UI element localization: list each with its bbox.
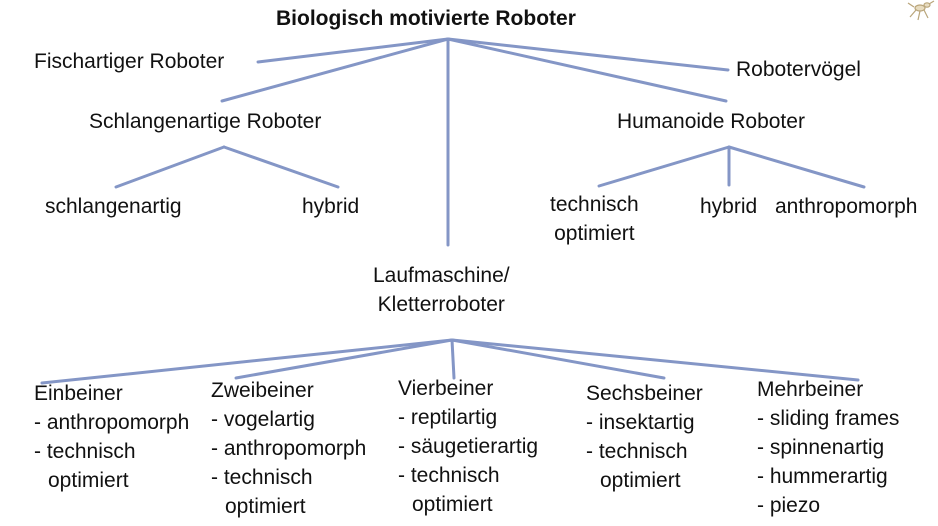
edge-root-fisch — [256, 37, 450, 64]
list-item: - vogelartig — [211, 408, 315, 431]
edge-schlange-schlangenartig — [114, 145, 226, 189]
list-item: - sliding frames — [757, 407, 900, 430]
node-technisch-optimiert: technisch optimiert — [550, 190, 639, 248]
list-item: - technisch — [211, 466, 313, 489]
node-schlangenartige-roboter: Schlangenartige Roboter — [89, 110, 322, 133]
node-text-line: Laufmaschine/ — [373, 264, 510, 287]
edge-humanoid-technisch — [597, 145, 731, 188]
list-item: - säugetierartig — [398, 435, 539, 458]
node-humanoide-roboter: Humanoide Roboter — [617, 110, 805, 133]
node-schlangenartig: schlangenartig — [45, 195, 182, 218]
list-item: - insektartig — [586, 411, 695, 434]
node-sechsbeiner: Sechsbeiner - insektartig - technisch op… — [586, 379, 703, 495]
list-item: optimiert — [48, 469, 129, 492]
list-item: - technisch — [34, 440, 136, 463]
list-item: optimiert — [225, 495, 306, 518]
node-zweibeiner: Zweibeiner - vogelartig - anthropomorph … — [211, 376, 366, 521]
node-schlange-hybrid: hybrid — [302, 195, 360, 218]
node-anthropomorph: anthropomorph — [775, 195, 918, 218]
diagram-title: Biologisch motivierte Roboter — [276, 7, 576, 30]
node-mehrbeiner: Mehrbeiner - sliding frames - spinnenart… — [757, 375, 899, 520]
edge-lauf-vierbeiner — [450, 338, 456, 380]
node-heading: Zweibeiner — [211, 379, 314, 402]
edge-root-schlange — [220, 37, 450, 103]
edge-schlange-hybrid — [222, 145, 340, 189]
node-fischartiger-roboter: Fischartiger Roboter — [34, 50, 225, 73]
edge-lauf-sechsbeiner — [450, 338, 666, 380]
list-item: - anthropomorph — [211, 437, 367, 460]
list-item: optimiert — [600, 469, 681, 492]
edge-lauf-zweibeiner — [234, 338, 454, 380]
list-item: - technisch — [586, 440, 688, 463]
node-laufmaschine-kletterroboter: Laufmaschine/ Kletterroboter — [373, 261, 510, 319]
list-item: - reptilartig — [398, 406, 498, 429]
node-text-line: optimiert — [554, 222, 635, 245]
node-heading: Mehrbeiner — [757, 378, 864, 401]
list-item: - anthropomorph — [34, 411, 190, 434]
edge-lauf-einbeiner — [40, 338, 454, 385]
node-heading: Sechsbeiner — [586, 382, 703, 405]
list-item: - piezo — [757, 494, 821, 517]
list-item: - hummerartig — [757, 465, 888, 488]
list-item: - technisch — [398, 464, 500, 487]
node-text-line: Kletterroboter — [377, 293, 505, 316]
list-item: - spinnenartig — [757, 436, 885, 459]
edge-lauf-mehrbeiner — [450, 338, 860, 382]
robot-insect-icon — [907, 0, 935, 21]
edge-root-voegel — [446, 37, 730, 72]
edge-humanoid-anthropomorph — [727, 145, 866, 189]
list-item: optimiert — [412, 493, 493, 516]
node-text-line: technisch — [550, 193, 639, 216]
node-humanoid-hybrid: hybrid — [700, 195, 758, 218]
edge-root-humanoid — [446, 37, 728, 103]
node-heading: Vierbeiner — [398, 377, 494, 400]
node-heading: Einbeiner — [34, 382, 123, 405]
node-einbeiner: Einbeiner - anthropomorph - technisch op… — [34, 379, 189, 495]
node-vierbeiner: Vierbeiner - reptilartig - säugetierarti… — [398, 374, 538, 519]
node-robotervoegel: Robotervögel — [736, 58, 861, 81]
